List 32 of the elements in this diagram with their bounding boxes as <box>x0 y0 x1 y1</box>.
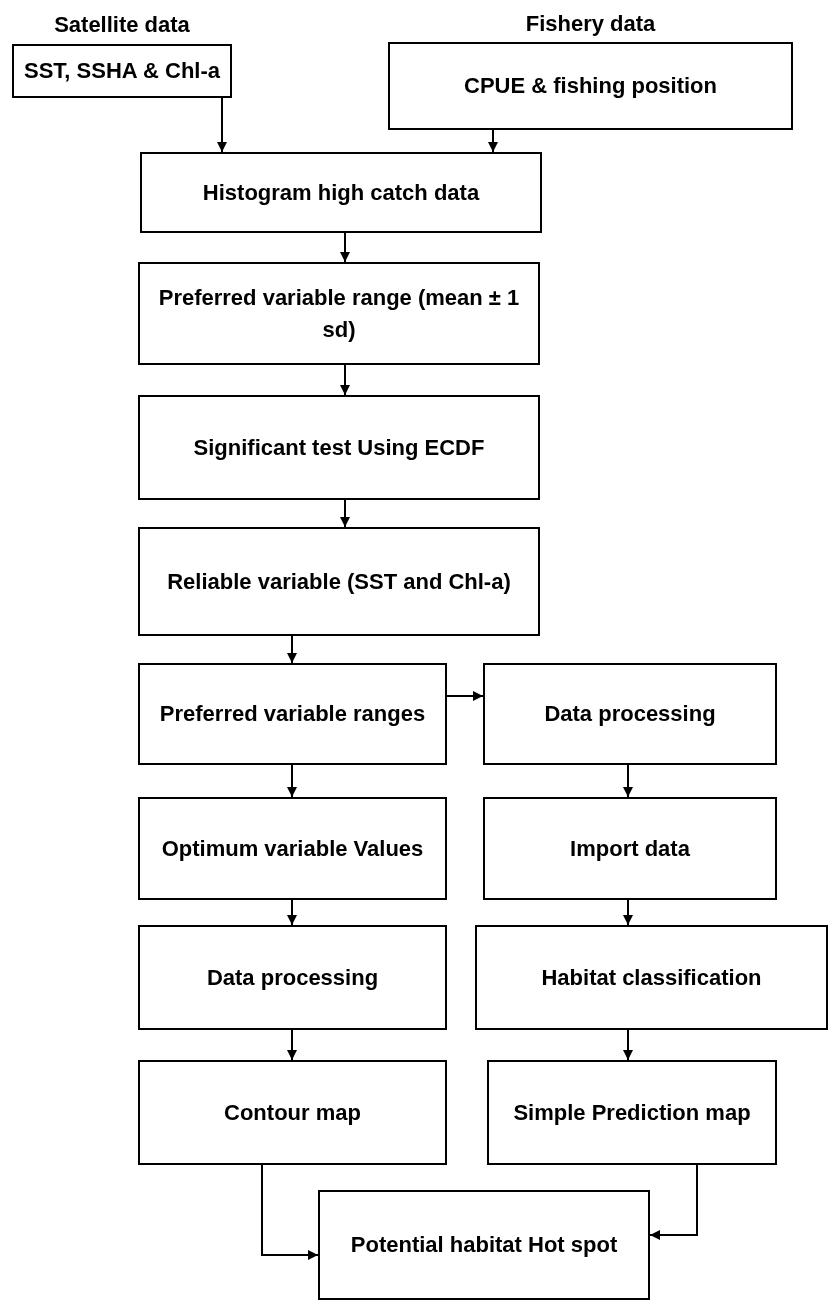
box-label: Import data <box>570 834 690 863</box>
arrow <box>287 1029 297 1061</box>
box-label: Habitat classification <box>541 963 762 992</box>
box-label: SST, SSHA & Chl-a <box>24 57 220 86</box>
arrow <box>340 232 350 263</box>
box-label: Data processing <box>206 963 379 992</box>
box-label: Significant test Using ECDF <box>193 433 485 462</box>
arrow <box>340 364 350 396</box>
box-label: Reliable variable (SST and Chl-a) <box>167 567 511 596</box>
arrow <box>623 1029 633 1061</box>
arrow <box>488 129 498 153</box>
box-label: CPUE & fishing position <box>464 72 717 101</box>
arrow <box>287 635 297 664</box>
arrow <box>287 764 297 798</box>
box-label: Simple Prediction map <box>513 1098 751 1127</box>
arrow <box>446 691 484 701</box>
box-label: Preferred variable ranges <box>159 700 426 729</box>
arrow <box>217 97 227 153</box>
box-label: Potential habitat Hot spot <box>350 1231 618 1260</box>
arrow <box>623 899 633 926</box>
arrow <box>340 499 350 528</box>
box-label: Preferred variable range (mean ± 1 sd) <box>157 283 521 344</box>
box-label: Contour map <box>224 1098 361 1127</box>
box-label: Histogram high catch data <box>202 178 480 207</box>
arrow <box>649 1164 698 1240</box>
column-heading: Satellite data <box>54 10 190 39</box>
box-label: Data processing <box>544 700 716 729</box>
box-label: Optimum variable Values <box>161 834 424 863</box>
arrow <box>623 764 633 798</box>
arrow <box>287 899 297 926</box>
arrow <box>261 1164 319 1260</box>
column-heading: Fishery data <box>525 9 656 38</box>
